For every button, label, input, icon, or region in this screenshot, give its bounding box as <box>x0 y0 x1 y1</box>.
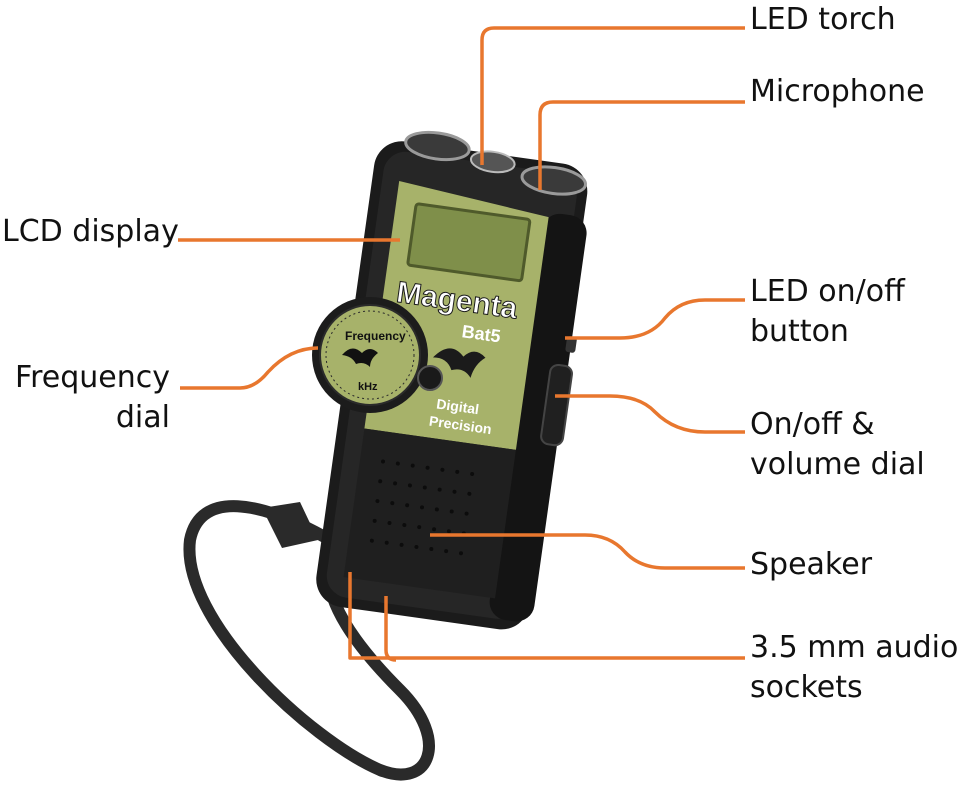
speaker-grille <box>343 428 516 599</box>
leader-speaker <box>430 533 745 570</box>
label-frequency-dial-line1: Frequency <box>15 360 170 395</box>
leader-led-torch <box>480 26 745 165</box>
leader-lines <box>178 26 745 662</box>
wrist-strap <box>183 500 435 781</box>
panel-text-1: Digital <box>436 395 481 417</box>
label-speaker-text: Speaker <box>750 547 873 582</box>
leader-led-button <box>565 298 745 340</box>
left-cap <box>404 130 471 162</box>
label-volume-dial-line1: On/off & <box>750 407 875 442</box>
leader-volume-dial <box>555 394 745 434</box>
label-led-button-line2: button <box>750 314 849 349</box>
leader-socket-2 <box>384 596 397 662</box>
label-audio-sockets-line1: 3.5 mm audio <box>750 630 959 665</box>
label-led-torch: LED torch <box>750 0 896 40</box>
label-frequency-dial-line2: dial <box>115 400 170 435</box>
bat-graphic <box>432 348 486 378</box>
label-audio-sockets-line2: sockets <box>750 670 863 705</box>
label-volume-dial: On/off & volume dial <box>750 405 925 485</box>
device-body: Magenta Bat5 Digital Precision <box>316 130 588 630</box>
label-speaker: Speaker <box>750 545 872 585</box>
label-microphone-text: Microphone <box>750 74 925 109</box>
label-microphone: Microphone <box>750 72 925 112</box>
label-led-torch-text: LED torch <box>750 2 896 37</box>
label-frequency-dial: Frequency dial <box>0 358 170 438</box>
label-led-button: LED on/off button <box>750 272 905 352</box>
dial-label: Frequency <box>345 329 406 343</box>
microphone-cap <box>520 165 588 196</box>
leader-socket-1 <box>348 572 745 660</box>
lcd-screen <box>406 202 532 283</box>
leader-microphone <box>538 100 745 190</box>
label-audio-sockets: 3.5 mm audio sockets <box>750 628 958 708</box>
label-lcd-display-text: LCD display <box>2 214 179 249</box>
dial-unit: kHz <box>358 381 378 393</box>
speaker-holes <box>369 459 475 556</box>
strap-clip <box>262 502 318 548</box>
label-lcd-display: LCD display <box>2 212 179 252</box>
dial-bat-icon <box>342 348 378 367</box>
label-volume-dial-line2: volume dial <box>750 447 925 482</box>
volume-dial[interactable] <box>540 363 573 447</box>
leader-frequency-dial <box>180 346 319 390</box>
led-button[interactable] <box>565 336 577 353</box>
label-led-button-line1: LED on/off <box>750 274 905 309</box>
frequency-dial[interactable]: Frequency kHz <box>312 297 443 413</box>
